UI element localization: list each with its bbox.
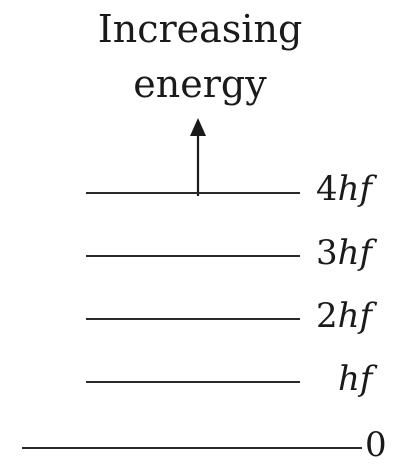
energy-level-3-label: 3hf [316,236,372,270]
energy-level-2-coefficient: 2 [316,296,338,336]
energy-level-2-symbol: hf [337,296,373,336]
energy-level-0-label: 0 [365,428,387,462]
energy-level-0-line [22,447,362,449]
up-arrow-icon [190,118,206,196]
energy-level-1-line [86,381,300,383]
title-line-2: energy [133,62,267,106]
energy-level-3-line [86,255,300,257]
energy-level-1-symbol: hf [338,359,373,399]
energy-level-4-symbol: hf [337,169,373,209]
energy-level-4-coefficient: 4 [316,169,338,209]
energy-level-2-label: 2hf [316,299,372,333]
energy-level-3-coefficient: 3 [316,233,338,273]
energy-level-3-symbol: hf [337,233,373,273]
energy-level-4-label: 4hf [316,172,372,206]
energy-level-1-label: hf [338,362,372,396]
energy-level-4-line [86,192,300,194]
title-line-1: Increasing [97,7,303,51]
energy-level-0-coefficient: 0 [365,425,387,465]
energy-level-2-line [86,318,300,320]
